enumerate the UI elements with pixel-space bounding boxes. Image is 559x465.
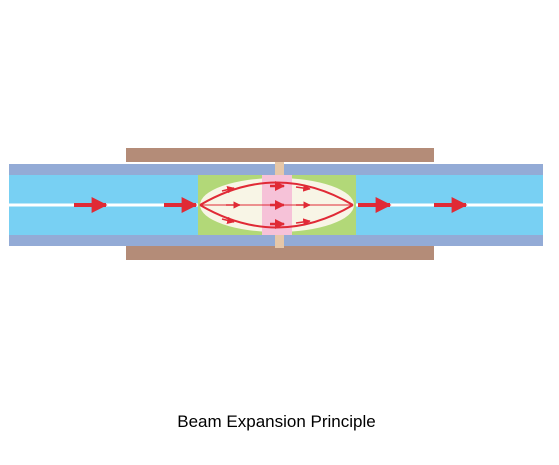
- diagram-caption: Beam Expansion Principle: [177, 412, 376, 431]
- lower-ray-arrow-2: [295, 218, 311, 226]
- bottom-sleeve: [126, 246, 434, 260]
- top-sleeve: [126, 148, 434, 162]
- lower-ray-arrow-1: [221, 216, 235, 225]
- upper-ray-arrow-2: [295, 184, 311, 192]
- upper-ray-arrow-1: [221, 185, 235, 194]
